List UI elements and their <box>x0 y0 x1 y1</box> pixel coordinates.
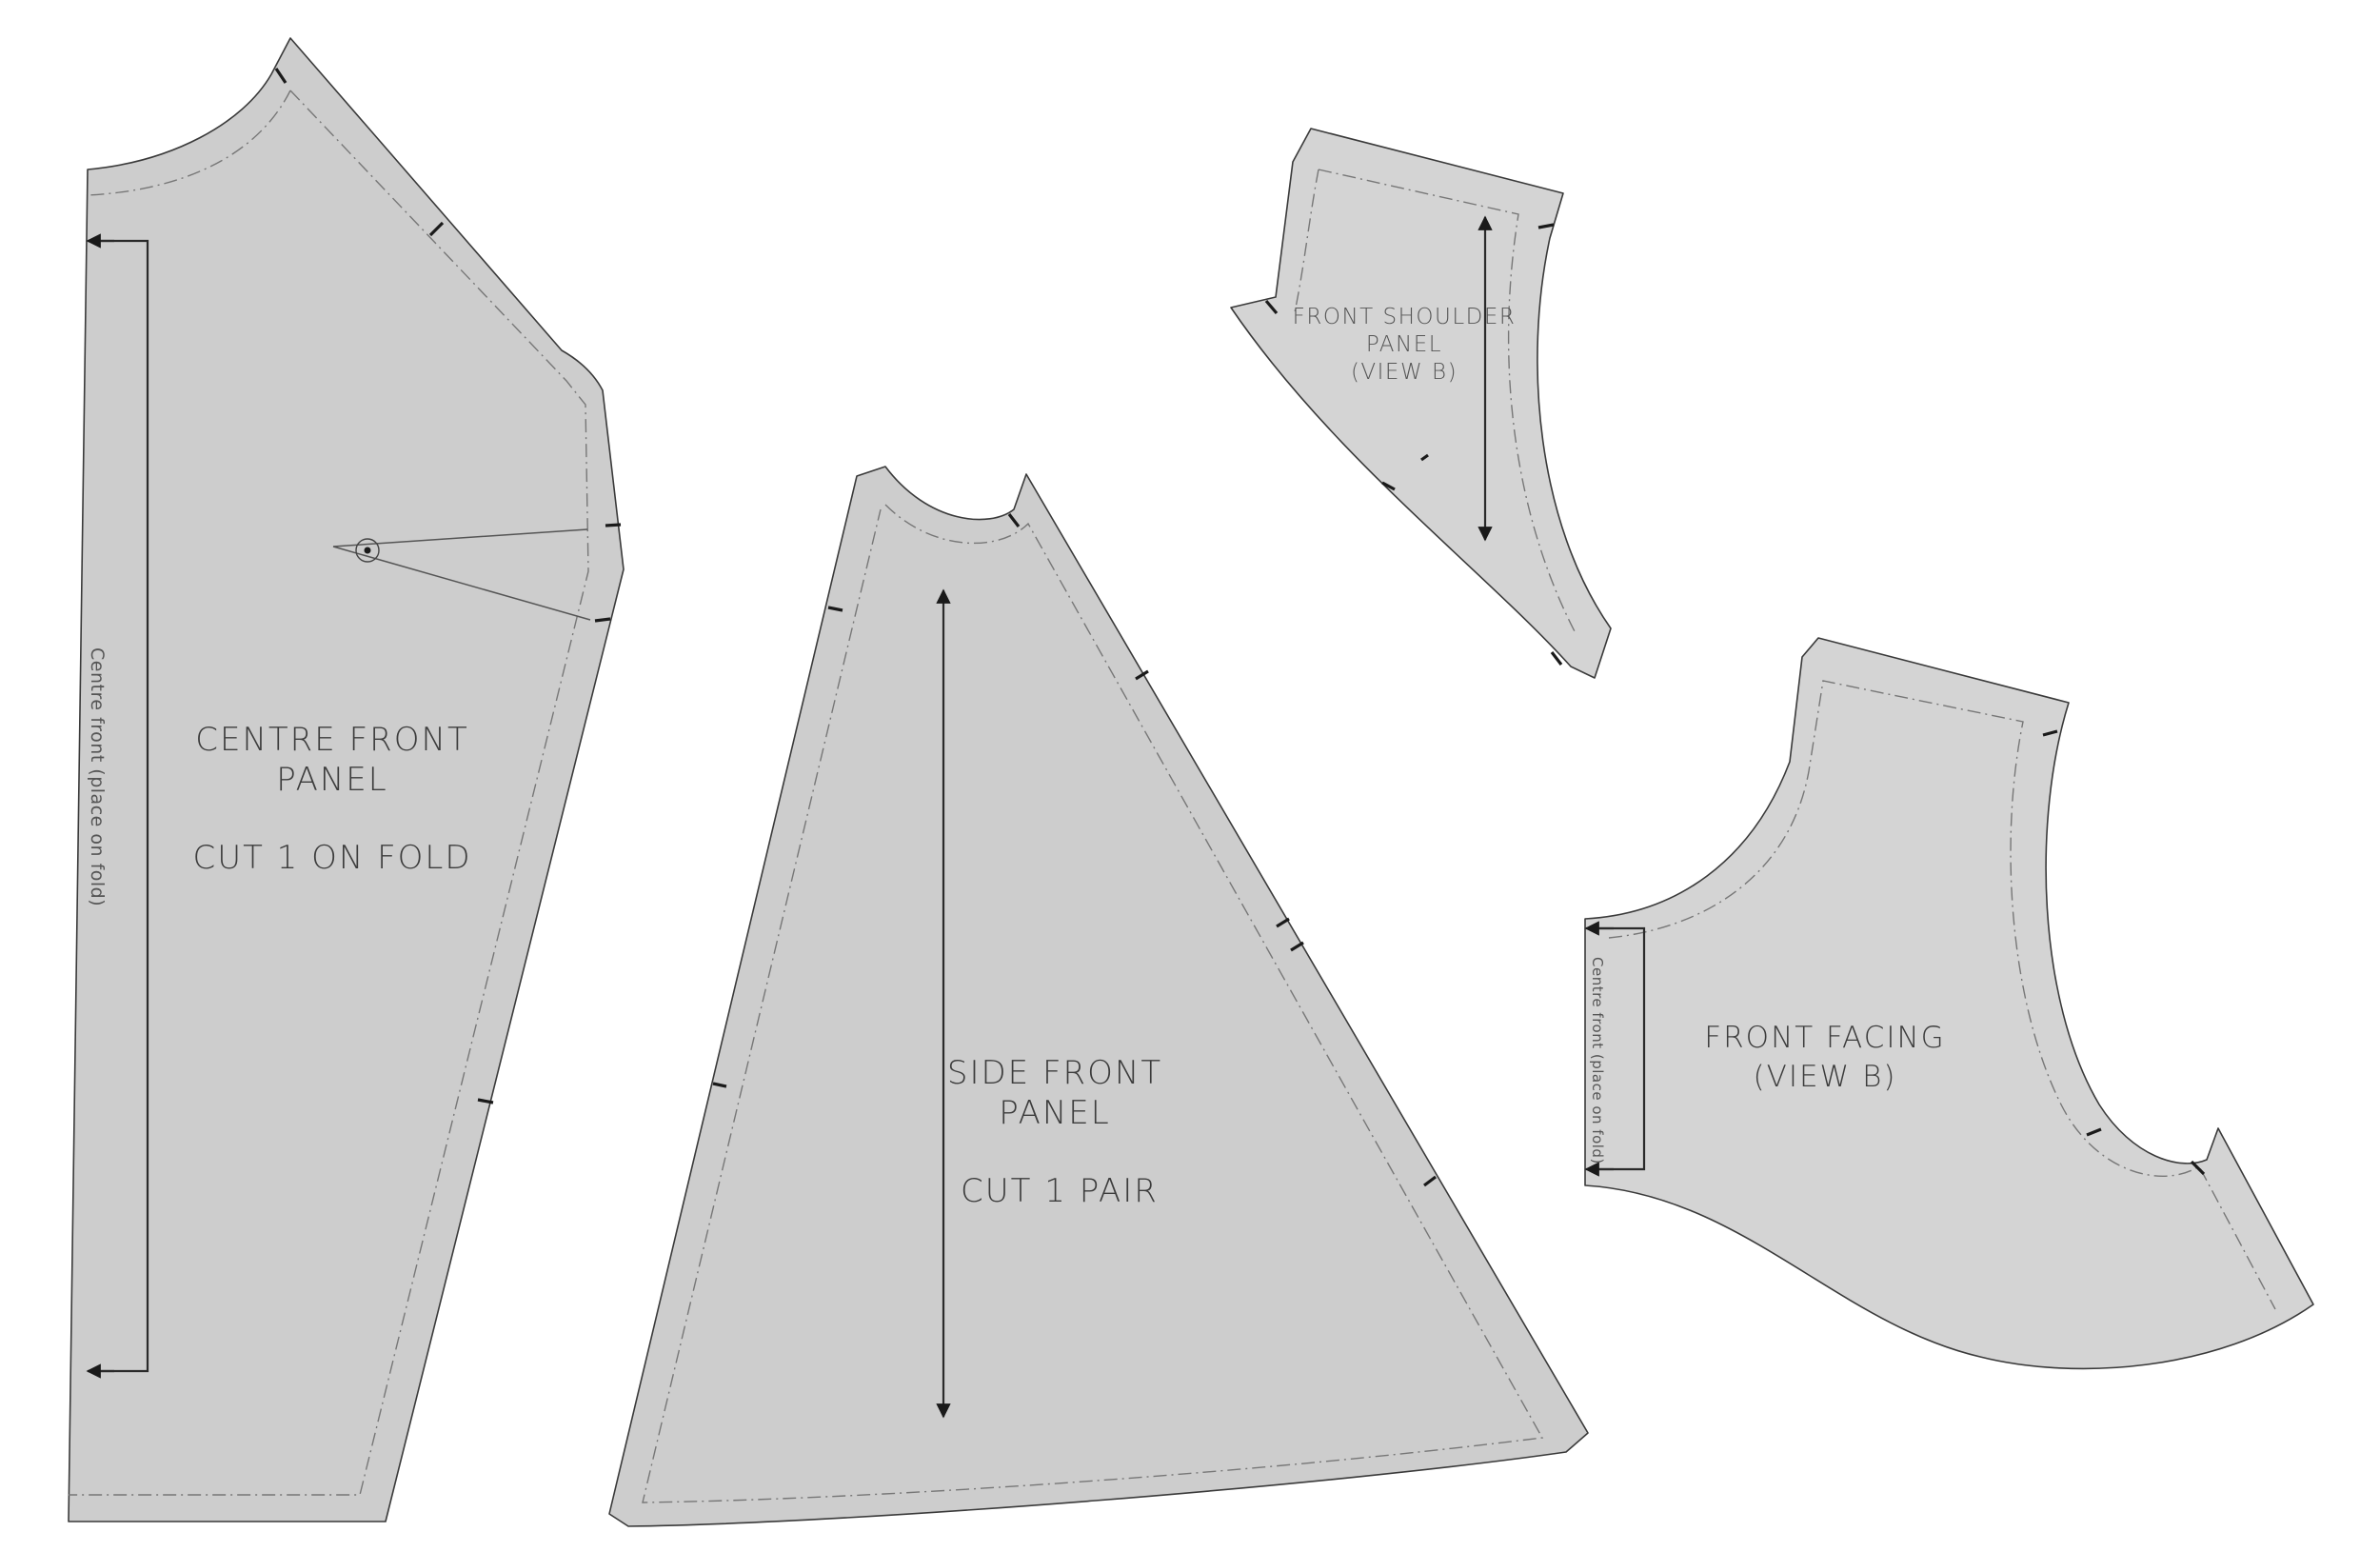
front-shoulder-notches <box>1264 223 1563 666</box>
side-front-title-line2: PANEL <box>999 1094 1110 1132</box>
front-shoulder-title-line3: (VIEW B) <box>1351 360 1458 385</box>
centre-front-panel[interactable]: Centre front (place on fold) CENTRE FRON… <box>68 37 625 1522</box>
front-facing-fold-line <box>1584 921 1646 1177</box>
front-shoulder-title-line2: PANEL <box>1366 332 1442 357</box>
centre-front-fold-label: Centre front (place on fold) <box>87 647 108 906</box>
centre-front-cut-instruction: CUT 1 ON FOLD <box>192 839 471 877</box>
front-shoulder-outline <box>1230 128 1612 679</box>
side-front-outline <box>608 466 1589 1527</box>
front-shoulder-title-line1: FRONT SHOULDER <box>1293 305 1517 329</box>
centre-front-fold-line <box>86 233 149 1379</box>
centre-front-dart <box>332 528 591 621</box>
centre-front-outline <box>68 37 625 1522</box>
centre-front-title-line2: PANEL <box>276 761 387 799</box>
front-facing-fold-label: Centre front (place on fold) <box>1589 957 1606 1164</box>
front-shoulder-seam-line <box>1294 169 1577 634</box>
front-facing-title-line2: (VIEW B) <box>1754 1060 1897 1094</box>
side-front-notches <box>712 513 1437 1187</box>
front-facing-outline <box>1584 637 2314 1370</box>
side-front-seam-line <box>642 504 1544 1503</box>
side-front-panel[interactable]: SIDE FRONT PANEL CUT 1 PAIR <box>608 466 1589 1527</box>
front-shoulder-panel[interactable]: FRONT SHOULDER PANEL (VIEW B) <box>1230 128 1612 679</box>
centre-front-seam-line <box>69 90 589 1496</box>
centre-front-notches <box>274 68 622 1104</box>
centre-front-title-line1: CENTRE FRONT <box>195 721 468 759</box>
front-facing-notches <box>2042 729 2206 1176</box>
front-facing-panel[interactable]: Centre front (place on fold) FRONT FACIN… <box>1584 637 2314 1370</box>
side-front-cut-instruction: CUT 1 PAIR <box>961 1172 1159 1210</box>
side-front-title-line1: SIDE FRONT <box>947 1054 1162 1092</box>
front-facing-title-line1: FRONT FACING <box>1704 1021 1945 1055</box>
front-facing-seam-line <box>1608 680 2276 1310</box>
